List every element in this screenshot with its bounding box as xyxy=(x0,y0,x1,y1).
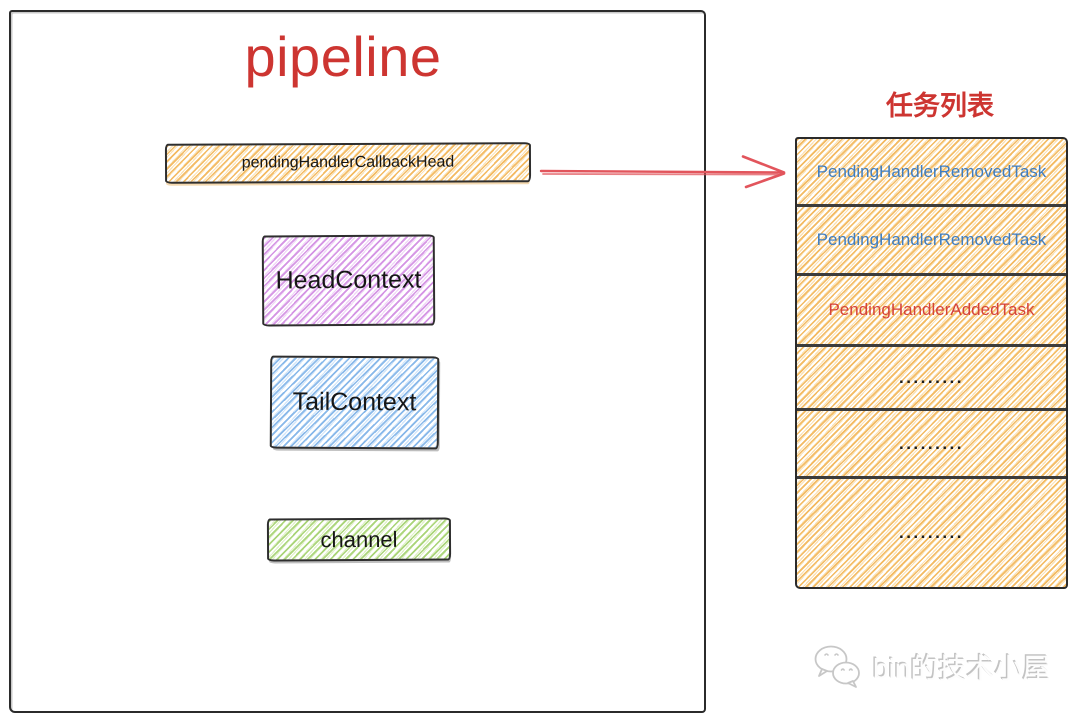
task-label: PendingHandlerRemovedTask xyxy=(816,161,1047,181)
task-label: ......... xyxy=(898,433,964,453)
task-row: ......... xyxy=(797,479,1066,587)
head-context-label: HeadContext xyxy=(275,265,422,295)
task-list-box: PendingHandlerRemovedTask PendingHandler… xyxy=(795,137,1068,589)
watermark-label: bin的技术小屋 xyxy=(873,653,1051,684)
task-label: ......... xyxy=(898,367,964,387)
task-row: PendingHandlerRemovedTask xyxy=(797,207,1066,276)
watermark: bin的技术小屋 xyxy=(812,644,1050,690)
tail-context-node: TailContext xyxy=(269,355,440,450)
task-label: ......... xyxy=(898,523,964,542)
task-label: PendingHandlerRemovedTask xyxy=(816,230,1047,249)
head-context-node: HeadContext xyxy=(261,234,436,327)
pending-handler-callback-head-label: pendingHandlerCallbackHead xyxy=(241,153,455,172)
task-row: ......... xyxy=(797,347,1066,411)
task-row: ......... xyxy=(797,411,1066,479)
channel-label: channel xyxy=(320,526,398,552)
pending-handler-callback-head-node: pendingHandlerCallbackHead xyxy=(164,142,532,184)
wechat-icon xyxy=(814,645,860,688)
arrow-to-task-list xyxy=(538,144,792,196)
channel-node: channel xyxy=(266,517,452,562)
task-list-title: 任务列表 xyxy=(886,91,994,121)
arrow-icon xyxy=(539,155,786,189)
tail-context-label: TailContext xyxy=(292,387,417,417)
task-row: PendingHandlerAddedTask xyxy=(797,276,1066,347)
task-row: PendingHandlerRemovedTask xyxy=(797,139,1066,207)
task-label: PendingHandlerAddedTask xyxy=(828,300,1035,319)
pipeline-title: pipeline xyxy=(244,25,442,88)
